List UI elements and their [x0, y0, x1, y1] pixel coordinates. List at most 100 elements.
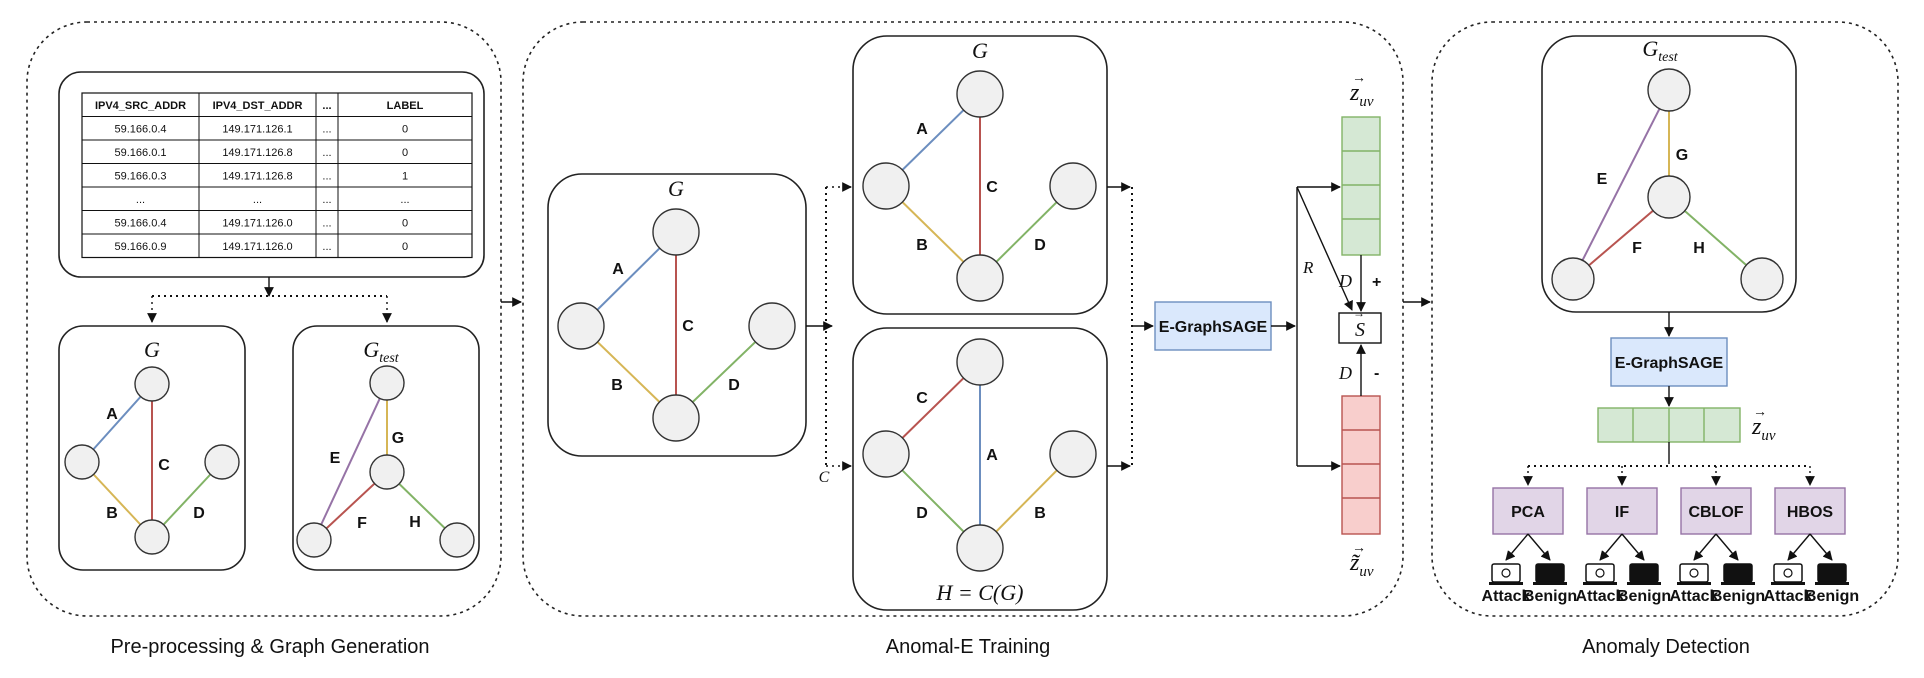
edge-label: A: [986, 447, 998, 464]
edge-label: H: [1693, 240, 1705, 257]
table-cell: ...: [322, 241, 331, 253]
table-cell: 59.166.0.1: [115, 147, 167, 159]
edge-label: B: [1034, 505, 1046, 522]
algo-label: CBLOF: [1688, 504, 1743, 521]
graph-gtest-small-title: Gtest: [363, 337, 399, 366]
attack-label: Attack: [1670, 588, 1719, 605]
table-cell: 0: [402, 218, 408, 230]
z-neg-arrow-mark: →: [1352, 539, 1366, 555]
edge-label: C: [682, 318, 694, 335]
edge-label: D: [728, 377, 740, 394]
table-cell: ...: [136, 194, 145, 206]
edge-label: B: [916, 237, 928, 254]
edge-label: G: [1676, 147, 1688, 164]
graph-gtest-small: [292, 325, 480, 571]
table-cell: 59.166.0.4: [115, 124, 167, 136]
algo-label: PCA: [1511, 504, 1545, 521]
graph-g-small: [58, 325, 246, 571]
summary-arrow-mark: →: [1353, 306, 1365, 320]
z-neg-stack: [1341, 395, 1381, 535]
edge-label: C: [158, 457, 170, 474]
z-detection-stack: [1597, 407, 1741, 443]
graph-node: [1647, 175, 1691, 219]
graph-node: [64, 444, 100, 480]
graph-g-positive-title: G: [972, 38, 988, 63]
graph-edge: [313, 382, 388, 541]
edge-label: F: [1632, 240, 1642, 257]
benign-laptop-icon: [1627, 563, 1661, 585]
table-container: [58, 71, 485, 278]
graph-node: [369, 454, 405, 490]
benign-label: Benign: [1805, 588, 1859, 605]
edge-label: G: [392, 430, 404, 447]
benign-laptop-icon: [1533, 563, 1567, 585]
edge-label: D: [1034, 237, 1046, 254]
graph-node: [557, 302, 605, 350]
table-cell: 149.171.126.8: [222, 147, 292, 159]
table-cell: 149.171.126.8: [222, 171, 292, 183]
graph-gtest-detection-content: E F G H: [1551, 68, 1784, 301]
graph-node: [652, 208, 700, 256]
table-cell: 149.171.126.1: [222, 124, 292, 136]
caption-detection: Anomaly Detection: [1582, 636, 1750, 658]
attack-laptop-icon: [1677, 563, 1711, 585]
discriminator-pos-label: D: [1338, 271, 1352, 291]
attack-laptop-icon: [1489, 563, 1523, 585]
graph-node: [1740, 257, 1784, 301]
table-cell: 149.171.126.0: [222, 241, 292, 253]
edge-label: B: [611, 377, 623, 394]
graph-node: [956, 254, 1004, 302]
edge-label: F: [357, 515, 367, 532]
table-cell: 149.171.126.0: [222, 218, 292, 230]
edge-label: E: [330, 450, 341, 467]
attack-label: Attack: [1482, 588, 1531, 605]
encoder-box-training: [1154, 301, 1272, 351]
table-cell: 1: [402, 171, 408, 183]
graph-node: [956, 524, 1004, 572]
graph-node: [204, 444, 240, 480]
caption-training: Anomal-E Training: [886, 636, 1051, 658]
table-cell: 59.166.0.9: [115, 241, 167, 253]
z-pos-stack: [1341, 116, 1381, 256]
graph-h-corrupted: [852, 327, 1108, 611]
table-cell: 0: [402, 124, 408, 136]
z-detection-label: zuv: [1751, 414, 1776, 444]
attack-label: Attack: [1576, 588, 1625, 605]
table-cell: 59.166.0.3: [115, 171, 167, 183]
z-neg-label: z̃uv: [1349, 550, 1374, 580]
table-header-cell: IPV4_SRC_ADDR: [95, 100, 186, 112]
table-cell: ...: [322, 147, 331, 159]
minus-sign: -: [1374, 365, 1379, 382]
graph-node: [748, 302, 796, 350]
graph-edge: [1572, 89, 1670, 280]
graph-g-small-title: G: [144, 337, 160, 362]
graph-gtest-small-content: E F G H: [296, 365, 475, 558]
benign-label: Benign: [1523, 588, 1577, 605]
graph-node: [956, 338, 1004, 386]
edge-label: E: [1597, 171, 1608, 188]
graph-g-positive: [852, 35, 1108, 315]
graph-g-training-title: G: [668, 176, 684, 201]
summary-label: S: [1355, 319, 1365, 341]
table-cell: ...: [253, 194, 262, 206]
edge-label: C: [916, 390, 928, 407]
edge-label: H: [409, 514, 421, 531]
graph-node: [862, 162, 910, 210]
z-pos-label: zuv: [1349, 80, 1374, 110]
benign-label: Benign: [1617, 588, 1671, 605]
z-detection-arrow-mark: →: [1753, 403, 1767, 419]
edge-label: C: [986, 179, 998, 196]
graph-node: [1647, 68, 1691, 112]
algo-label: HBOS: [1787, 504, 1834, 521]
graph-node: [296, 522, 332, 558]
discriminator-neg-label: D: [1338, 363, 1352, 383]
preprocessing-panel: [26, 21, 502, 617]
